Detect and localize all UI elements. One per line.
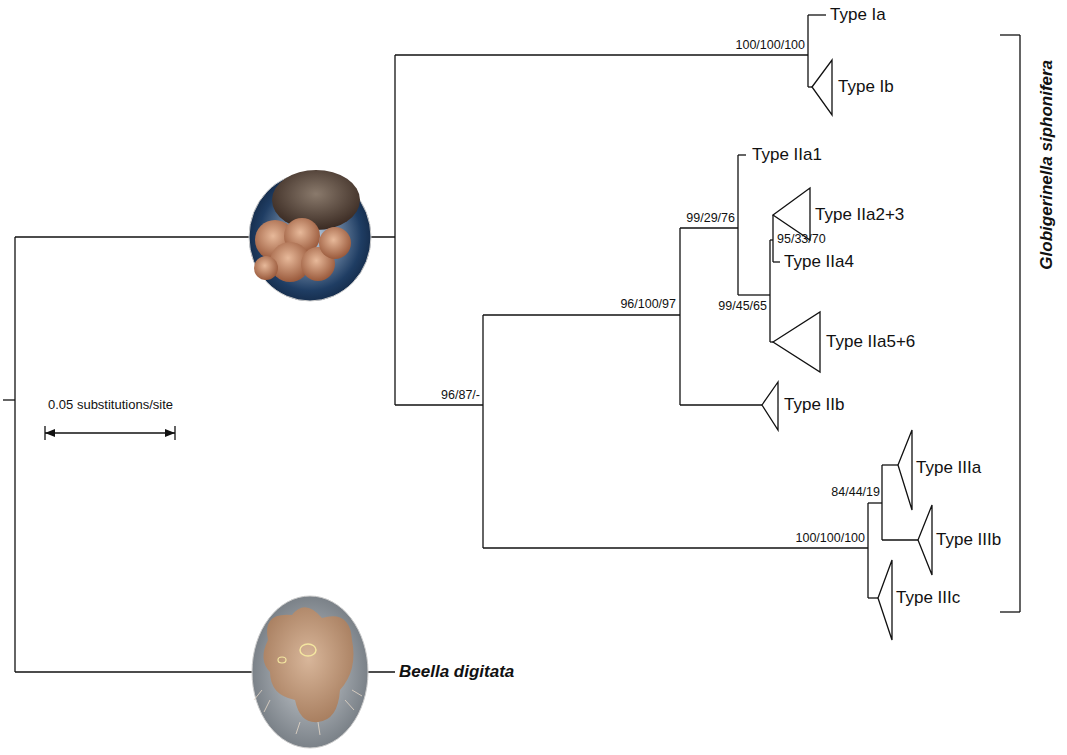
support-value: 96/100/97 xyxy=(620,297,676,311)
species-name: Beella digitata xyxy=(399,662,514,682)
scale-label: 0.05 substitutions/site xyxy=(48,398,173,413)
clade-label: Type IIa2+3 xyxy=(815,205,904,225)
clade-label: Type IIa4 xyxy=(784,252,854,272)
foraminifer-photo xyxy=(249,170,371,301)
support-value: 96/87/- xyxy=(441,388,480,402)
species-name: Globigerinella siphonifera xyxy=(1037,60,1057,270)
support-value: 100/100/100 xyxy=(795,531,865,545)
foraminifer-photo xyxy=(252,596,368,748)
support-value: 100/100/100 xyxy=(735,38,805,52)
clade-label: Type IIa5+6 xyxy=(826,332,915,352)
clade-label: Type IIIb xyxy=(936,530,1001,550)
clade-label: Type IIIa xyxy=(916,458,981,478)
support-value: 99/45/65 xyxy=(718,299,767,313)
support-value: 84/44/19 xyxy=(831,485,880,499)
clade-label: Type IIb xyxy=(784,395,844,415)
support-value: 95/33/70 xyxy=(777,232,826,246)
clade-label: Type IIIc xyxy=(896,588,960,608)
clade-label: Type Ia xyxy=(830,5,886,25)
clade-label: Type Ib xyxy=(838,77,894,97)
support-value: 99/29/76 xyxy=(686,211,735,225)
clade-label: Type IIa1 xyxy=(752,145,822,165)
